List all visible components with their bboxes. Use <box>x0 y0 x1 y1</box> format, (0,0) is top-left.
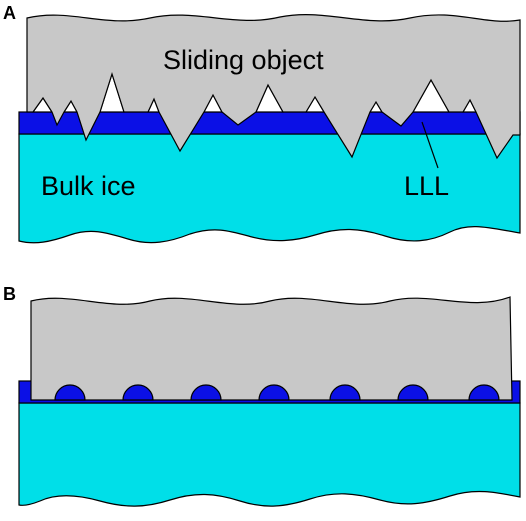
lll-pointer-line <box>421 121 439 169</box>
bulk-ice-label: Bulk ice <box>41 171 136 201</box>
panel-b: B <box>3 284 521 507</box>
panel-a-letter: A <box>3 3 16 23</box>
sliding-object-b <box>30 296 513 401</box>
droplets-b <box>54 384 500 401</box>
bulk-ice-b <box>18 402 521 507</box>
droplet <box>122 384 154 401</box>
sliding-object-label: Sliding object <box>163 45 324 75</box>
droplet <box>54 384 86 401</box>
lll-label: LLL <box>404 171 449 201</box>
panel-a: A Sliding object Bulk ice LLL <box>3 3 521 244</box>
panel-b-letter: B <box>3 284 16 304</box>
droplet <box>468 384 500 401</box>
bulk-ice-a <box>18 133 521 244</box>
droplet <box>190 384 222 401</box>
droplet <box>329 384 361 401</box>
droplet <box>397 384 429 401</box>
sliding-object-a <box>26 14 521 160</box>
droplet <box>258 384 290 401</box>
